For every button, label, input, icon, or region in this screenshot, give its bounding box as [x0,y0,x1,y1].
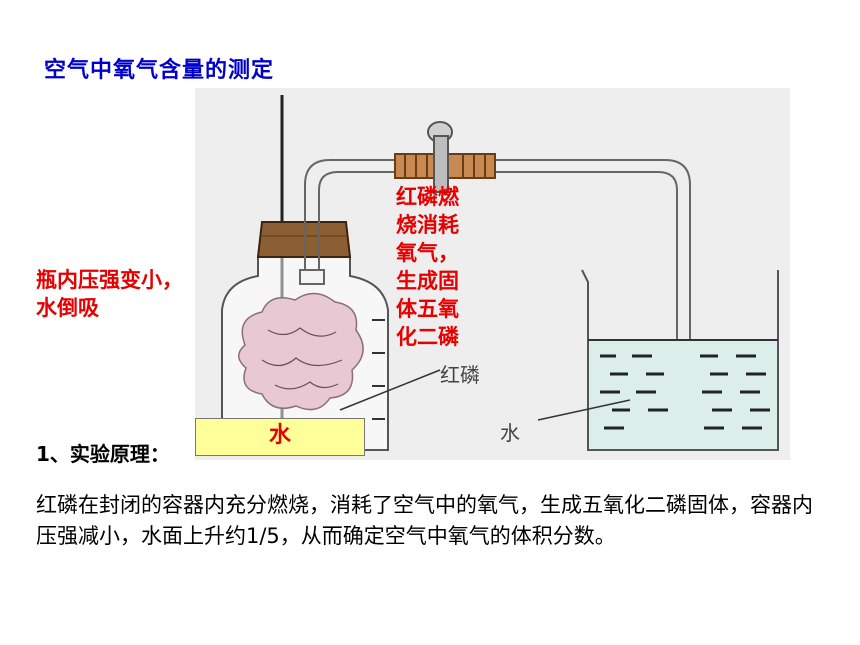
phosphorus-pointer [339,369,441,411]
pressure-note: 瓶内压强变小， 水倒吸 [36,266,183,322]
beaker [581,269,779,451]
combustion-note-line: 红磷燃 [396,185,459,209]
water-label: 水 [500,421,520,445]
red-phosphorus-label: 红磷 [440,363,480,387]
combustion-note-line: 烧消耗 [396,213,459,237]
white-smoke [238,292,364,411]
combustion-note-line: 化二磷 [396,325,459,349]
principle-heading: 1、实验原理： [36,442,170,466]
water-pointer [537,399,631,421]
pressure-note-line: 水倒吸 [36,296,99,320]
combustion-note-line: 氧气， [396,241,459,265]
principle-text: 红磷在封闭的容器内充分燃烧，消耗了空气中的氧气，生成五氧化二磷固体，容器内压强减… [36,493,813,548]
page-title: 空气中氧气含量的测定 [44,58,275,83]
glass-tube [299,159,691,430]
water-answer-box: 水 [195,418,365,456]
pressure-note-line: 瓶内压强变小， [36,268,183,292]
combustion-note-line: 生成固 [396,269,459,293]
combustion-note: 红磷燃 烧消耗 氧气， 生成固 体五氧 化二磷 [396,183,478,351]
combustion-note-line: 体五氧 [396,297,459,321]
clamp [394,121,496,193]
